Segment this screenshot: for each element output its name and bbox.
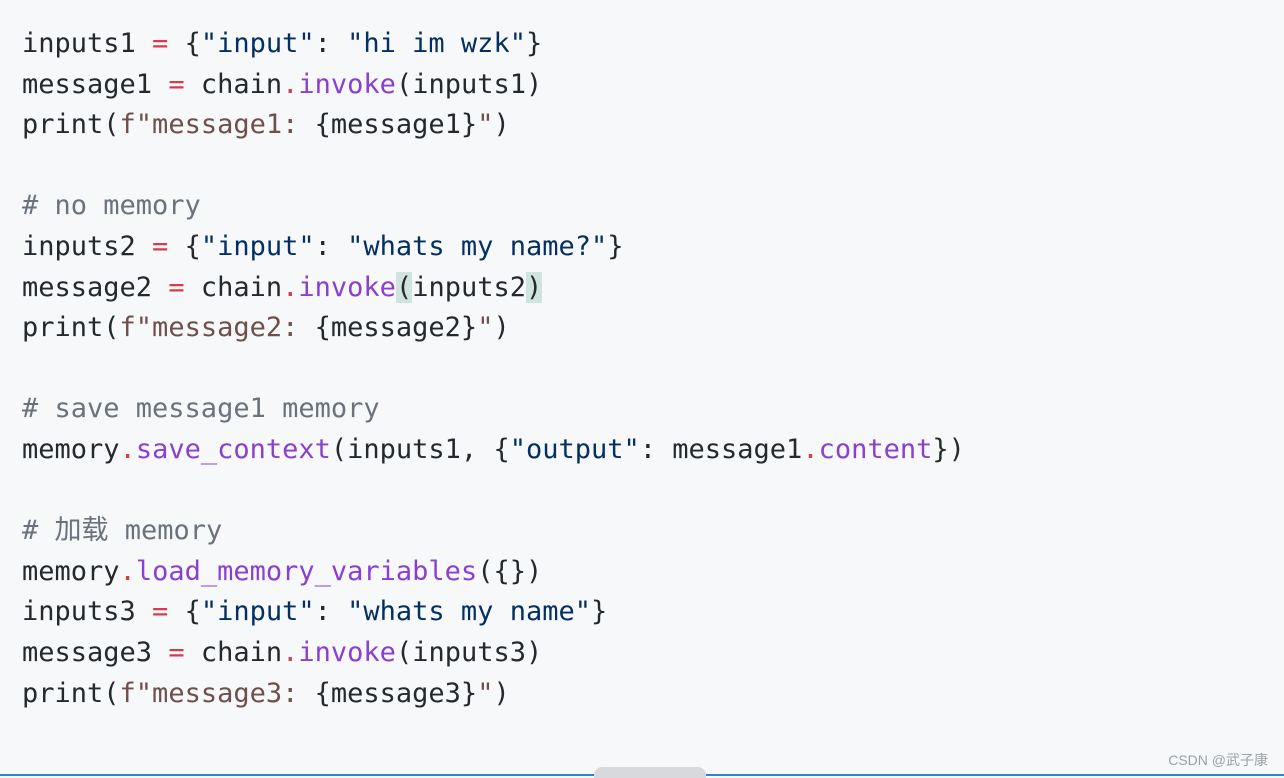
code-line (22, 471, 965, 512)
code-token: invoke (298, 636, 396, 668)
code-token: { (168, 28, 201, 59)
code-token: = (168, 271, 185, 303)
code-token: {message1} (314, 109, 478, 141)
code-token: = (152, 28, 169, 59)
code-line: message2 = chain.invoke(inputs2) (22, 268, 965, 309)
code-line (22, 349, 965, 390)
code-token: . (282, 68, 299, 100)
code-token: load_memory_variables (135, 555, 478, 587)
code-line: # 加载 memory (22, 511, 965, 552)
code-token: inputs3 (22, 596, 153, 628)
code-token: print( (22, 312, 120, 344)
code-token: ( (395, 271, 413, 303)
code-token: " (477, 312, 494, 344)
code-token: invoke (298, 68, 396, 100)
code-token: . (282, 636, 299, 668)
code-token: "hi im wzk" (347, 28, 526, 59)
code-token: (inputs1) (395, 68, 543, 100)
code-token: message3 (22, 636, 169, 668)
code-token: ({}) (477, 555, 543, 587)
code-token: f"message1: (119, 109, 315, 141)
code-token: . (282, 271, 299, 303)
code-token: {message2} (314, 312, 478, 344)
code-token: "whats my name" (347, 596, 591, 628)
code-token: : (314, 230, 348, 262)
code-token: content (818, 433, 933, 465)
scroll-handle[interactable] (594, 767, 706, 778)
code-token: ) (493, 109, 510, 141)
code-token: print( (22, 109, 120, 141)
code-token: f"message3: (119, 677, 315, 709)
code-token: = (152, 230, 169, 262)
code-token: "output" (509, 433, 640, 465)
code-token: ) (493, 312, 510, 344)
code-token: message1 (22, 68, 169, 100)
code-token: memory (22, 555, 120, 587)
code-token: ) (493, 677, 510, 709)
code-token: chain (184, 68, 283, 100)
code-token: save_context (135, 433, 331, 465)
code-token: {message3} (314, 677, 478, 709)
code-token: chain (184, 271, 283, 303)
code-token: } (525, 28, 543, 59)
code-token: message2 (22, 271, 169, 303)
code-line: message1 = chain.invoke(inputs1) (22, 65, 965, 106)
code-line: inputs2 = {"input": "whats my name?"} (22, 227, 965, 268)
code-token: (inputs1, { (330, 433, 510, 465)
code-line (22, 146, 965, 187)
code-token: chain (184, 636, 283, 668)
code-token: ) (526, 271, 543, 303)
code-line: print(f"message3: {message3}") (22, 674, 965, 715)
code-token: = (168, 636, 185, 668)
code-token: . (802, 433, 819, 465)
code-token: # 加载 memory (22, 515, 223, 547)
code-token: (inputs3) (395, 636, 543, 668)
code-line: inputs3 = {"input": "whats my name"} (22, 592, 965, 633)
code-token: " (477, 109, 494, 141)
code-token: invoke (298, 271, 396, 303)
code-line: print(f"message1: {message1}") (22, 105, 965, 146)
code-token: = (152, 596, 169, 628)
code-line: memory.load_memory_variables({}) (22, 552, 965, 593)
code-token: inputs2 (412, 271, 526, 303)
code-line: # no memory (22, 186, 965, 227)
code-token: "input" (200, 596, 315, 628)
code-line: print(f"message2: {message2}") (22, 308, 965, 349)
code-line: memory.save_context(inputs1, {"output": … (22, 430, 965, 471)
code-token: : (314, 28, 348, 59)
code-token: "input" (200, 230, 315, 262)
code-token: inputs2 (22, 230, 153, 262)
code-token: memory (22, 433, 120, 465)
code-token: = (168, 68, 185, 100)
code-token: } (590, 596, 608, 628)
code-token: . (119, 555, 136, 587)
code-token: } (607, 230, 624, 262)
code-token: "whats my name?" (347, 230, 608, 262)
code-token: }) (932, 433, 965, 465)
code-token: # no memory (22, 190, 201, 222)
code-token: # save message1 memory (22, 393, 380, 425)
code-block: inputs1 = {"input": "hi im wzk"}message1… (22, 24, 965, 714)
code-token: { (168, 596, 201, 628)
code-line: inputs1 = {"input": "hi im wzk"} (22, 24, 965, 65)
code-line: message3 = chain.invoke(inputs3) (22, 633, 965, 674)
code-token: f"message2: (119, 312, 315, 344)
code-line: # save message1 memory (22, 389, 965, 430)
code-token: : message1 (639, 433, 803, 465)
code-token: : (314, 596, 348, 628)
code-token: print( (22, 677, 120, 709)
code-token: { (168, 230, 201, 262)
code-token: " (477, 677, 494, 709)
watermark: CSDN @武子康 (1168, 752, 1268, 768)
code-token: inputs1 (22, 28, 153, 59)
code-token: "input" (200, 28, 315, 59)
code-token: . (119, 433, 136, 465)
